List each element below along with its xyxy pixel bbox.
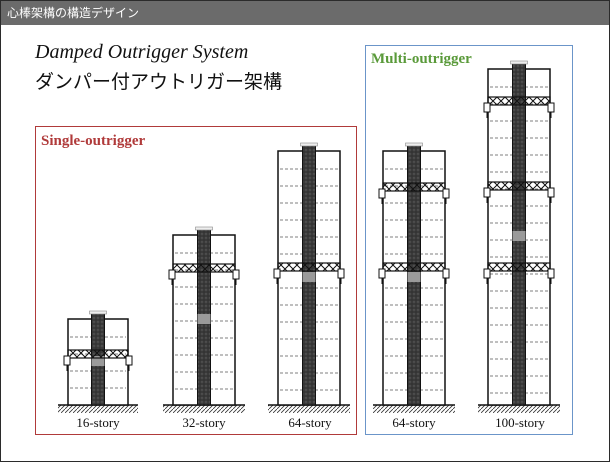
damper <box>125 355 133 366</box>
damper <box>378 188 386 199</box>
multi-outrigger-label: Multi-outrigger <box>371 51 472 67</box>
roof-cap <box>300 142 318 147</box>
damper <box>483 268 491 279</box>
roof-cap <box>89 310 107 315</box>
damper <box>442 268 450 279</box>
title-japanese: ダンパー付アウトリガー架構 <box>35 71 283 93</box>
building-caption: 64-story <box>288 415 332 430</box>
damper <box>378 268 386 279</box>
damper <box>63 355 71 366</box>
outrigger-truss <box>487 96 551 106</box>
outrigger-truss <box>382 182 446 192</box>
damper <box>483 187 491 198</box>
header-bar: 心棒架構の構造デザイン <box>1 1 609 25</box>
ground-hatch <box>58 405 138 413</box>
ground-hatch <box>163 405 245 413</box>
multi-outrigger-group-frame <box>365 45 573 435</box>
damper <box>337 268 345 279</box>
single-outrigger-label: Single-outrigger <box>41 133 146 149</box>
damper <box>232 269 240 280</box>
building-caption: 64-story <box>392 415 436 430</box>
damper <box>442 188 450 199</box>
building-caption: 100-story <box>495 415 545 430</box>
damper <box>547 268 555 279</box>
roof-cap <box>195 226 213 231</box>
outrigger-truss <box>487 262 551 272</box>
outrigger-truss <box>487 181 551 191</box>
ground-hatch <box>373 405 455 413</box>
outrigger-truss <box>277 262 341 272</box>
ground-hatch <box>268 405 350 413</box>
damper <box>483 102 491 113</box>
core-mechanical-block <box>407 272 421 282</box>
title-english: Damped Outrigger System <box>35 41 249 63</box>
damper <box>547 187 555 198</box>
outrigger-truss <box>67 349 129 359</box>
core-mechanical-block <box>512 231 526 241</box>
outrigger-truss <box>172 263 236 273</box>
building-caption: 16-story <box>76 415 120 430</box>
roof-cap <box>405 142 423 147</box>
building-caption: 32-story <box>182 415 226 430</box>
ground-hatch <box>478 405 560 413</box>
core-mechanical-block <box>197 314 211 324</box>
single-outrigger-group-frame <box>35 126 357 435</box>
damper <box>168 269 176 280</box>
outrigger-truss <box>382 262 446 272</box>
core-mechanical-block <box>91 356 105 366</box>
core-mechanical-block <box>302 272 316 282</box>
damper <box>273 268 281 279</box>
damper <box>547 102 555 113</box>
roof-cap <box>510 60 528 65</box>
